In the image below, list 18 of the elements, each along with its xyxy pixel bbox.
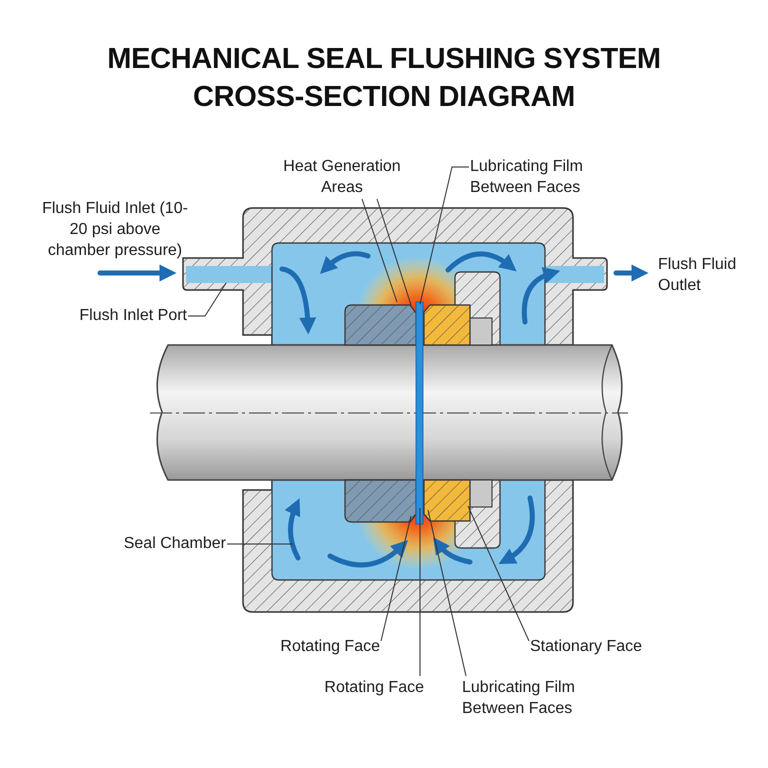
leader-line — [362, 198, 398, 302]
callout-label: Seal Chamber — [100, 533, 226, 554]
flow-label: Flush Fluid Inlet (10-20 psi above chamber pressure) — [41, 199, 189, 261]
leader-line — [420, 166, 470, 304]
callout-label: Flush Inlet Port — [62, 305, 187, 326]
leader-line — [376, 198, 412, 306]
leader-line — [380, 516, 412, 642]
flow-label: Flush Fluid Outlet — [658, 255, 738, 296]
leader-line — [468, 506, 530, 642]
callout-label: Lubricating Film Between Faces — [462, 677, 612, 719]
leader-line — [428, 510, 466, 676]
callout-label: Lubricating Film Between Faces — [470, 156, 620, 198]
callout-label: Heat Generation Areas — [272, 156, 412, 198]
callout-label: Stationary Face — [530, 636, 660, 657]
leader-line — [188, 282, 226, 316]
callout-label: Rotating Face — [262, 636, 380, 657]
diagram-title: MECHANICAL SEAL FLUSHING SYSTEM CROSS-SECTION DIAGRAM — [106, 42, 662, 115]
callout-label: Rotating Face — [306, 677, 424, 698]
